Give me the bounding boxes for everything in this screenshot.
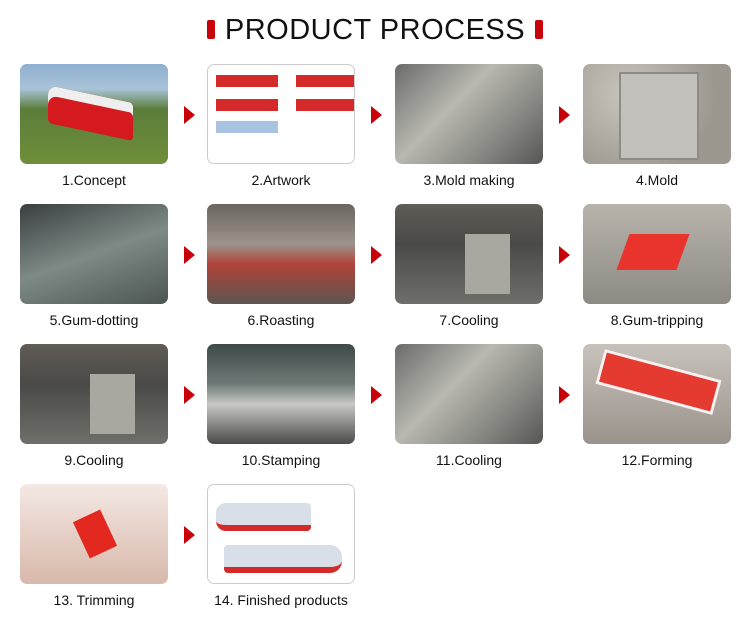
process-step: 12.Forming — [583, 344, 731, 468]
process-step: 13. Trimming — [20, 484, 168, 608]
step-label: 10.Stamping — [241, 452, 321, 468]
process-step: 10.Stamping — [207, 344, 355, 468]
step-photo — [395, 204, 543, 304]
step-label: 13. Trimming — [53, 592, 135, 608]
title-text: PRODUCT PROCESS — [224, 14, 526, 46]
step-label: 5.Gum-dotting — [49, 312, 139, 328]
step-photo — [207, 64, 355, 164]
arrow-right-icon — [371, 246, 382, 264]
arrow-right-icon — [559, 246, 570, 264]
step-label: 14. Finished products — [214, 592, 348, 608]
step-photo — [583, 204, 731, 304]
process-step: 8.Gum-tripping — [583, 204, 731, 328]
process-step: 4.Mold — [583, 64, 731, 188]
process-step: 7.Cooling — [395, 204, 543, 328]
process-step: 2.Artwork — [207, 64, 355, 188]
arrow-right-icon — [559, 106, 570, 124]
step-photo — [583, 64, 731, 164]
step-label: 1.Concept — [62, 172, 126, 188]
step-photo — [207, 204, 355, 304]
process-step: 1.Concept — [20, 64, 168, 188]
arrow-right-icon — [559, 386, 570, 404]
process-step: 14. Finished products — [207, 484, 355, 608]
step-photo — [395, 344, 543, 444]
page-title: PRODUCT PROCESS — [0, 14, 750, 47]
arrow-right-icon — [371, 386, 382, 404]
step-label: 9.Cooling — [64, 452, 124, 468]
step-label: 2.Artwork — [251, 172, 311, 188]
step-label: 8.Gum-tripping — [610, 312, 704, 328]
title-marker-left — [206, 19, 215, 39]
step-photo — [20, 64, 168, 164]
arrow-right-icon — [371, 106, 382, 124]
arrow-right-icon — [184, 246, 195, 264]
step-label: 4.Mold — [635, 172, 679, 188]
step-photo — [20, 344, 168, 444]
process-step: 5.Gum-dotting — [20, 204, 168, 328]
process-step: 6.Roasting — [207, 204, 355, 328]
step-photo — [20, 484, 168, 584]
arrow-right-icon — [184, 386, 195, 404]
step-label: 7.Cooling — [439, 312, 499, 328]
step-label: 11.Cooling — [436, 452, 502, 468]
step-photo — [207, 344, 355, 444]
step-photo — [583, 344, 731, 444]
arrow-right-icon — [184, 526, 195, 544]
step-label: 12.Forming — [621, 452, 693, 468]
title-marker-right — [535, 19, 544, 39]
step-photo — [20, 204, 168, 304]
step-label: 6.Roasting — [247, 312, 315, 328]
process-step: 11.Cooling — [395, 344, 543, 468]
process-step: 3.Mold making — [395, 64, 543, 188]
arrow-right-icon — [184, 106, 195, 124]
step-label: 3.Mold making — [423, 172, 515, 188]
process-step: 9.Cooling — [20, 344, 168, 468]
step-photo — [207, 484, 355, 584]
step-photo — [395, 64, 543, 164]
